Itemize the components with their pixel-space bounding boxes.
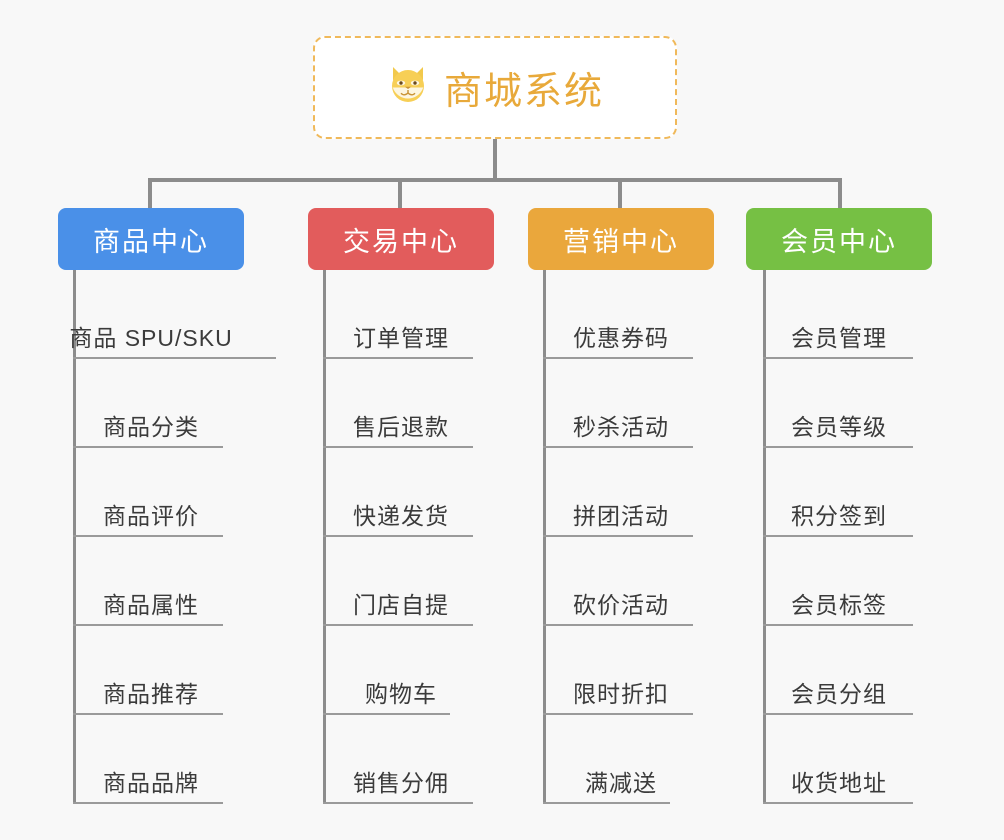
leaf-label: 会员分组 xyxy=(791,681,887,707)
list-item[interactable]: 会员分组 xyxy=(746,626,932,715)
leaf-label: 砍价活动 xyxy=(573,592,669,618)
list-item[interactable]: 会员管理 xyxy=(746,270,932,359)
leaf-underline xyxy=(323,713,450,715)
list-item[interactable]: 优惠券码 xyxy=(528,270,714,359)
list-item[interactable]: 门店自提 xyxy=(308,537,494,626)
list-item[interactable]: 秒杀活动 xyxy=(528,359,714,448)
leaf-underline xyxy=(543,357,693,359)
list-item[interactable]: 会员标签 xyxy=(746,537,932,626)
leaf-underline xyxy=(763,802,913,804)
leaf-underline xyxy=(543,446,693,448)
connector-drop-trade-center xyxy=(398,178,402,210)
leaf-label: 门店自提 xyxy=(353,592,449,618)
list-item[interactable]: 积分签到 xyxy=(746,448,932,537)
connector-drop-marketing-center xyxy=(618,178,622,210)
category-header-marketing-center[interactable]: 营销中心 xyxy=(528,208,714,270)
list-item[interactable]: 收货地址 xyxy=(746,715,932,804)
leaf-underline xyxy=(323,802,473,804)
leaf-label: 商品推荐 xyxy=(103,681,199,707)
leaf-underline xyxy=(763,446,913,448)
leaf-label: 购物车 xyxy=(365,681,437,707)
list-item[interactable]: 商品评价 xyxy=(58,448,244,537)
column-spine xyxy=(763,270,766,804)
leaf-label: 商品属性 xyxy=(103,592,199,618)
list-item[interactable]: 购物车 xyxy=(308,626,494,715)
leaf-list: 会员管理 会员等级 积分签到 会员标签 会员分组 收货地址 xyxy=(746,270,932,804)
leaf-label: 商品评价 xyxy=(103,503,199,529)
leaf-underline xyxy=(763,624,913,626)
leaf-underline xyxy=(73,446,223,448)
category-label: 营销中心 xyxy=(563,226,679,257)
leaf-underline xyxy=(543,624,693,626)
leaf-underline xyxy=(73,713,223,715)
leaf-underline xyxy=(323,446,473,448)
leaf-underline xyxy=(73,357,276,359)
list-item[interactable]: 售后退款 xyxy=(308,359,494,448)
root-title: 商城系统 xyxy=(443,71,604,113)
list-item[interactable]: 销售分佣 xyxy=(308,715,494,804)
list-item[interactable]: 满减送 xyxy=(528,715,714,804)
leaf-underline xyxy=(543,713,693,715)
leaf-underline xyxy=(73,802,223,804)
list-item[interactable]: 拼团活动 xyxy=(528,448,714,537)
leaf-underline xyxy=(73,535,223,537)
column-spine xyxy=(543,270,546,804)
leaf-label: 会员等级 xyxy=(791,414,887,440)
category-label: 交易中心 xyxy=(343,226,459,257)
shiba-dog-face-icon xyxy=(386,62,430,113)
list-item[interactable]: 限时折扣 xyxy=(528,626,714,715)
category-label: 商品中心 xyxy=(93,226,209,257)
leaf-label: 商品分类 xyxy=(103,414,199,440)
leaf-label: 积分签到 xyxy=(791,503,887,529)
category-header-trade-center[interactable]: 交易中心 xyxy=(308,208,494,270)
column-spine xyxy=(323,270,326,804)
leaf-underline xyxy=(323,624,473,626)
leaf-label: 拼团活动 xyxy=(573,503,669,529)
list-item[interactable]: 商品分类 xyxy=(58,359,244,448)
root-node[interactable]: 商城系统 xyxy=(313,36,677,139)
list-item[interactable]: 快递发货 xyxy=(308,448,494,537)
connector-drop-product-center xyxy=(148,178,152,210)
leaf-label: 收货地址 xyxy=(791,770,887,796)
connector-root-stem xyxy=(493,139,497,180)
leaf-label: 会员标签 xyxy=(791,592,887,618)
list-item[interactable]: 商品推荐 xyxy=(58,626,244,715)
leaf-underline xyxy=(73,624,223,626)
list-item[interactable]: 会员等级 xyxy=(746,359,932,448)
leaf-label: 会员管理 xyxy=(791,325,887,351)
leaf-underline xyxy=(543,535,693,537)
leaf-list: 商品 SPU/SKU 商品分类 商品评价 商品属性 商品推荐 商品品牌 xyxy=(58,270,276,804)
leaf-label: 优惠券码 xyxy=(573,325,669,351)
category-header-product-center[interactable]: 商品中心 xyxy=(58,208,244,270)
leaf-underline xyxy=(543,802,670,804)
list-item[interactable]: 商品属性 xyxy=(58,537,244,626)
leaf-label: 快递发货 xyxy=(353,503,449,529)
leaf-label: 秒杀活动 xyxy=(573,414,669,440)
column-spine xyxy=(73,270,76,804)
leaf-label: 销售分佣 xyxy=(353,770,449,796)
leaf-underline xyxy=(763,357,913,359)
category-header-member-center[interactable]: 会员中心 xyxy=(746,208,932,270)
connector-horizontal-bus xyxy=(148,178,840,182)
list-item[interactable]: 商品 SPU/SKU xyxy=(58,270,276,359)
list-item[interactable]: 砍价活动 xyxy=(528,537,714,626)
leaf-label: 订单管理 xyxy=(353,325,449,351)
category-label: 会员中心 xyxy=(781,226,897,257)
leaf-label: 商品 SPU/SKU xyxy=(69,325,233,351)
list-item[interactable]: 商品品牌 xyxy=(58,715,244,804)
leaf-list: 订单管理 售后退款 快递发货 门店自提 购物车 销售分佣 xyxy=(308,270,494,804)
leaf-underline xyxy=(323,535,473,537)
connector-drop-member-center xyxy=(838,178,842,210)
leaf-underline xyxy=(763,713,913,715)
leaf-label: 限时折扣 xyxy=(573,681,669,707)
leaf-label: 售后退款 xyxy=(353,414,449,440)
leaf-underline xyxy=(763,535,913,537)
leaf-label: 满减送 xyxy=(585,770,657,796)
leaf-list: 优惠券码 秒杀活动 拼团活动 砍价活动 限时折扣 满减送 xyxy=(528,270,714,804)
list-item[interactable]: 订单管理 xyxy=(308,270,494,359)
leaf-underline xyxy=(323,357,473,359)
leaf-label: 商品品牌 xyxy=(103,770,199,796)
